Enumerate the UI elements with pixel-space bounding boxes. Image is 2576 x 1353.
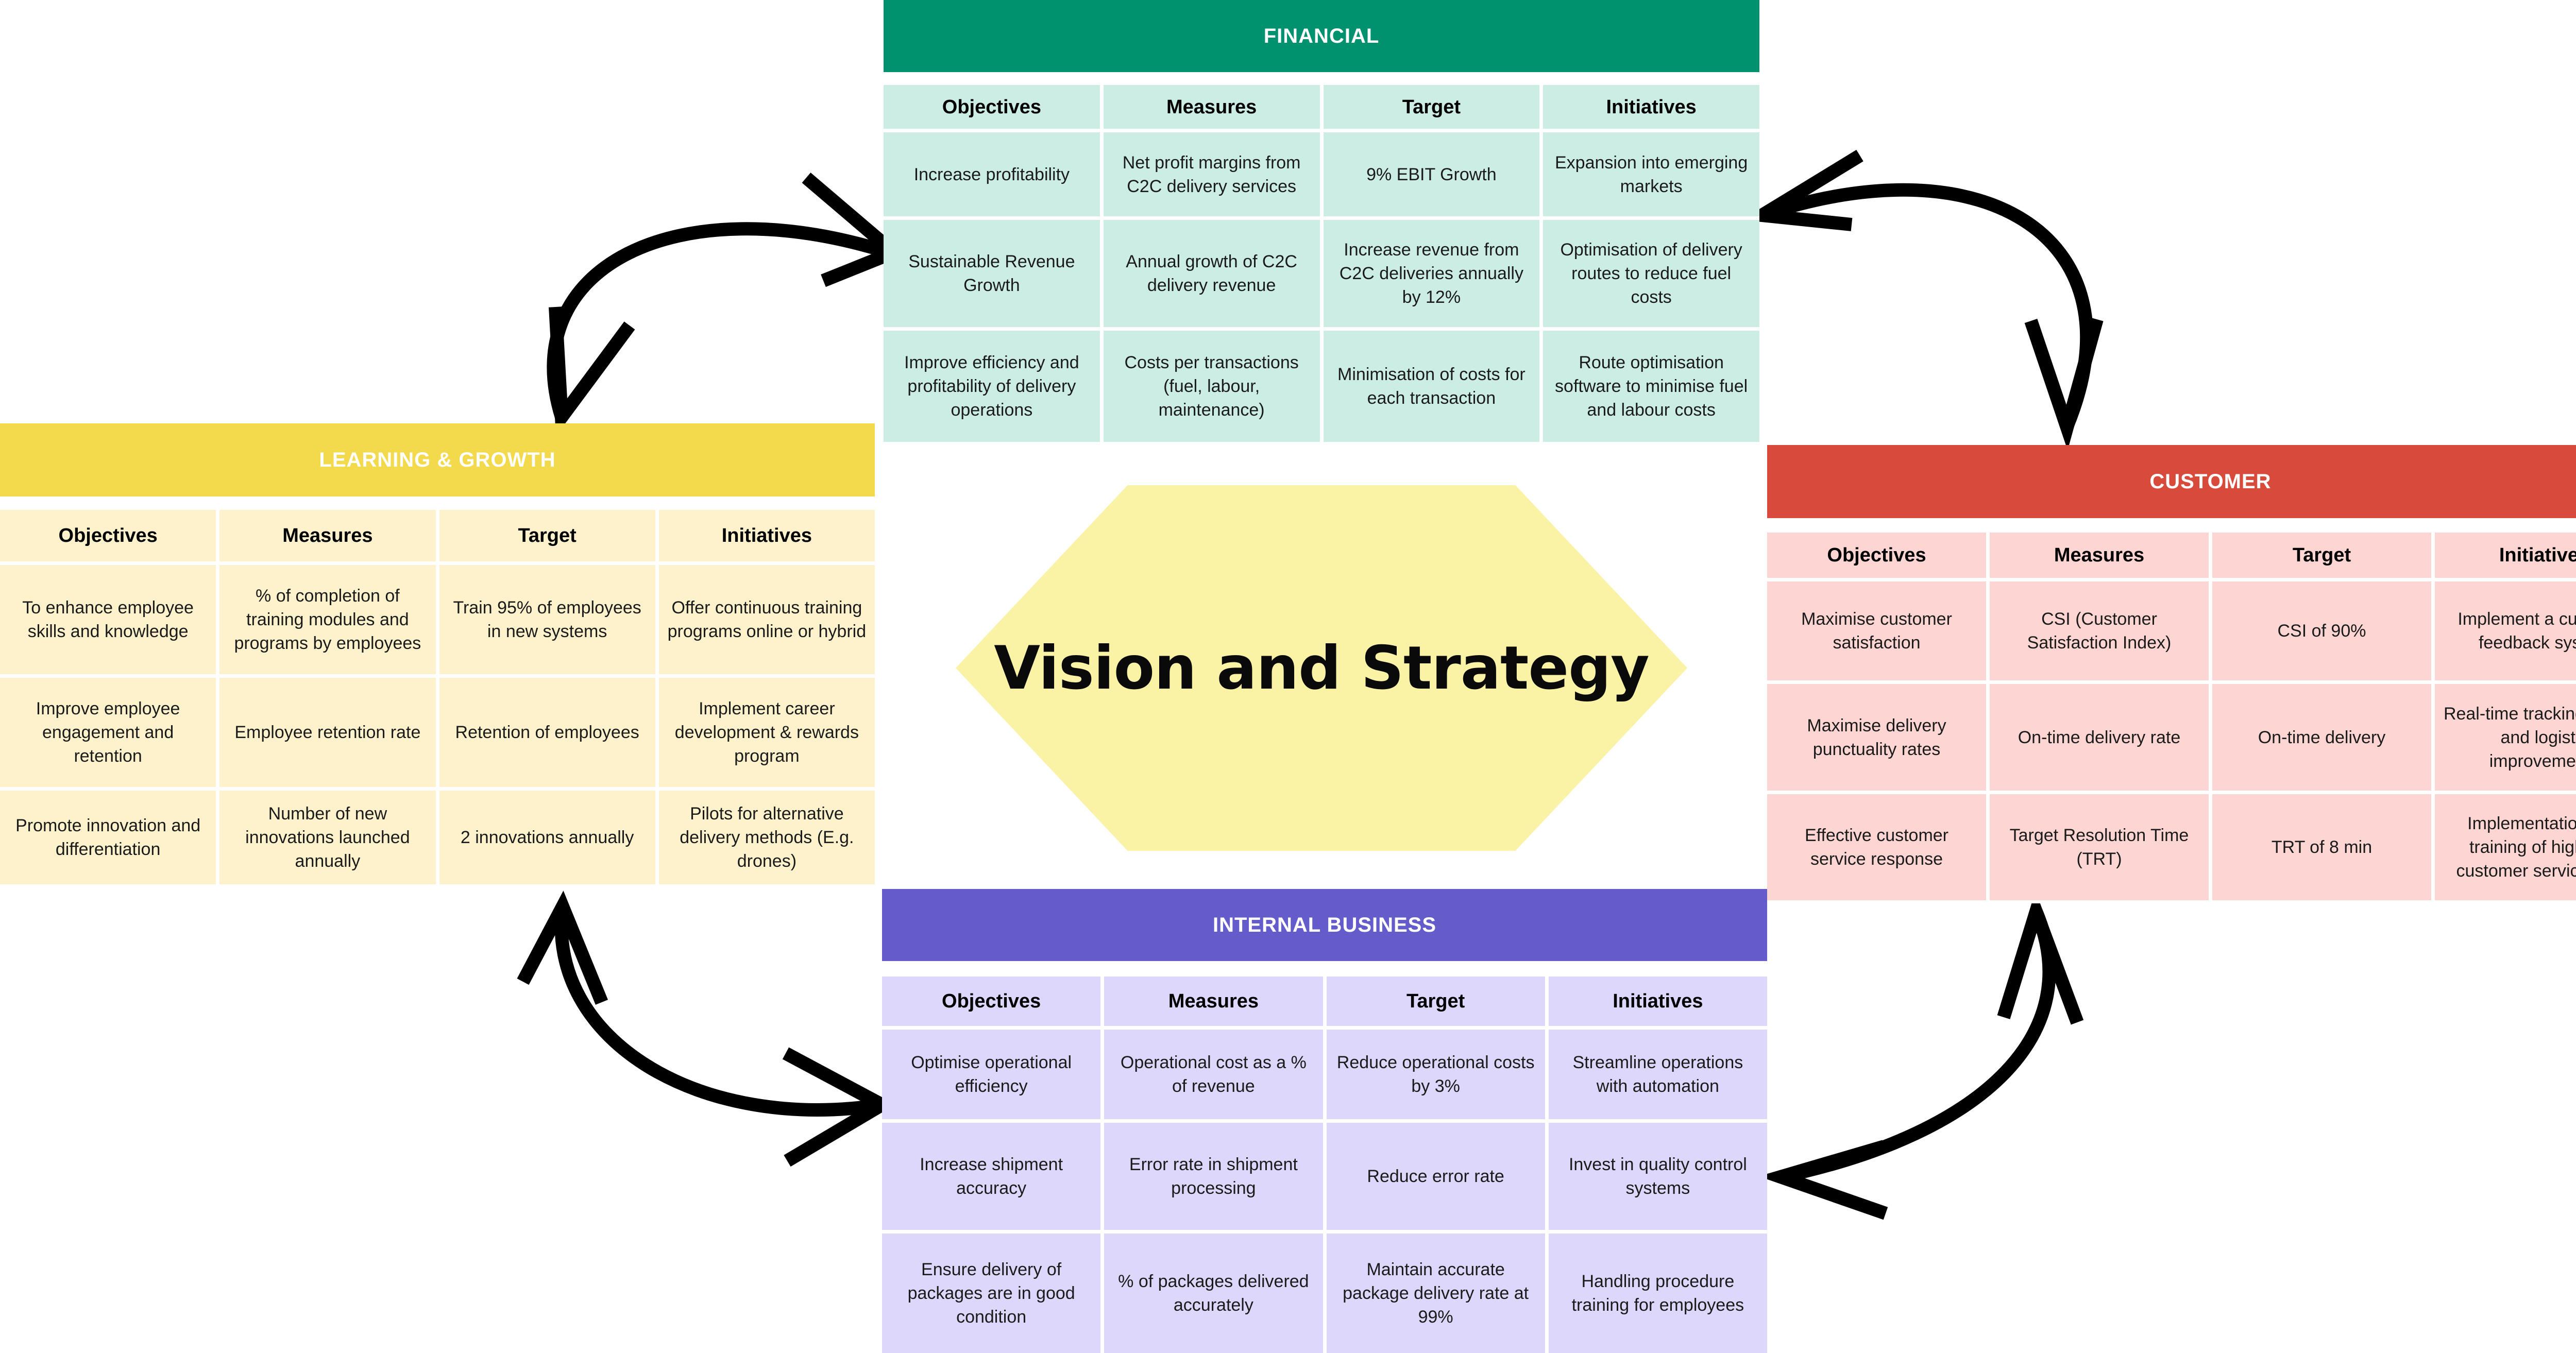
table-cell: Reduce operational costs by 3% xyxy=(1326,1030,1545,1119)
internal-business-header: INTERNAL BUSINESS xyxy=(882,889,1767,961)
table-cell: Train 95% of employees in new systems xyxy=(439,565,655,674)
table-cell: Streamline operations with automation xyxy=(1548,1030,1767,1119)
double-headed-curved-arrow xyxy=(1741,149,2104,451)
table-cell: Route optimisation software to minimise … xyxy=(1543,331,1759,442)
table-cell: Employee retention rate xyxy=(219,678,436,787)
table-cell: Implementation and training of high-end … xyxy=(2435,794,2576,900)
table-cell: Improve efficiency and profitability of … xyxy=(884,331,1100,442)
financial-table: Objectives Measures Target Initiatives I… xyxy=(884,85,1759,458)
column-header-target: Target xyxy=(439,510,655,561)
table-cell: % of completion of training modules and … xyxy=(219,565,436,674)
column-header-objectives: Objectives xyxy=(1767,533,1986,578)
column-header-initiatives: Initiatives xyxy=(1548,977,1767,1026)
table-cell: Reduce error rate xyxy=(1326,1123,1545,1230)
learning-growth-table: Objectives Measures Target Initiatives T… xyxy=(0,510,875,884)
financial-panel: FINANCIAL Objectives Measures Target Ini… xyxy=(884,0,1759,458)
column-header-measures: Measures xyxy=(1103,85,1320,129)
column-header-objectives: Objectives xyxy=(882,977,1101,1026)
table-cell: Costs per transactions (fuel, labour, ma… xyxy=(1103,331,1320,442)
table-cell: Target Resolution Time (TRT) xyxy=(1990,794,2209,900)
table-cell: Annual growth of C2C delivery revenue xyxy=(1103,220,1320,327)
table-cell: Ensure delivery of packages are in good … xyxy=(882,1234,1101,1353)
table-cell: 2 innovations annually xyxy=(439,791,655,884)
column-header-initiatives: Initiatives xyxy=(658,510,875,561)
table-cell: Retention of employees xyxy=(439,678,655,787)
customer-header: CUSTOMER xyxy=(1767,445,2576,518)
table-cell: Sustainable Revenue Growth xyxy=(884,220,1100,327)
table-cell: Invest in quality control systems xyxy=(1548,1123,1767,1230)
column-header-target: Target xyxy=(1323,85,1540,129)
table-cell: On-time delivery xyxy=(2212,684,2431,791)
column-header-measures: Measures xyxy=(1104,977,1323,1026)
table-cell: Pilots for alternative delivery methods … xyxy=(658,791,875,884)
column-header-initiatives: Initiatives xyxy=(1543,85,1759,129)
table-cell: CSI of 90% xyxy=(2212,581,2431,680)
table-cell: Number of new innovations launched annua… xyxy=(219,791,436,884)
double-headed-curved-arrow xyxy=(547,173,907,436)
table-cell: Net profit margins from C2C delivery ser… xyxy=(1103,132,1320,216)
table-cell: Optimise operational efficiency xyxy=(882,1030,1101,1119)
table-cell: Minimisation of costs for each transacti… xyxy=(1323,331,1540,442)
table-cell: Promote innovation and differentiation xyxy=(0,791,216,884)
table-cell: To enhance employee skills and knowledge xyxy=(0,565,216,674)
table-cell: Implement career development & rewards p… xyxy=(658,678,875,787)
column-header-measures: Measures xyxy=(1990,533,2209,578)
table-cell: Error rate in shipment processing xyxy=(1104,1123,1323,1230)
column-header-objectives: Objectives xyxy=(0,510,216,561)
table-cell: % of packages delivered accurately xyxy=(1104,1234,1323,1353)
table-cell: Expansion into emerging markets xyxy=(1543,132,1759,216)
table-cell: Handling procedure training for employee… xyxy=(1548,1234,1767,1353)
table-cell: Offer continuous training programs onlin… xyxy=(658,565,875,674)
internal-business-panel: INTERNAL BUSINESS Objectives Measures Ta… xyxy=(882,889,1767,1353)
table-cell: Effective customer service response xyxy=(1767,794,1986,900)
internal-business-table: Objectives Measures Target Initiatives O… xyxy=(882,977,1767,1353)
table-cell: Increase shipment accuracy xyxy=(882,1123,1101,1230)
table-cell: Operational cost as a % of revenue xyxy=(1104,1030,1323,1119)
column-header-target: Target xyxy=(2212,533,2431,578)
column-header-target: Target xyxy=(1326,977,1545,1026)
table-cell: Increase profitability xyxy=(884,132,1100,216)
double-headed-curved-arrow xyxy=(1758,890,2084,1220)
vision-strategy-title: Vision and Strategy xyxy=(994,633,1649,703)
table-cell: Real-time tracking system and logistic i… xyxy=(2435,684,2576,791)
table-cell: Improve employee engagement and retentio… xyxy=(0,678,216,787)
table-cell: On-time delivery rate xyxy=(1990,684,2209,791)
column-header-objectives: Objectives xyxy=(884,85,1100,129)
table-cell: Maximise customer satisfaction xyxy=(1767,581,1986,680)
customer-panel: CUSTOMER Objectives Measures Target Init… xyxy=(1767,445,2576,903)
vision-strategy-hexagon: Vision and Strategy xyxy=(956,485,1687,851)
table-cell: CSI (Customer Satisfaction Index) xyxy=(1990,581,2209,680)
learning-growth-header: LEARNING & GROWTH xyxy=(0,423,875,496)
table-cell: Implement a customer feedback system xyxy=(2435,581,2576,680)
column-header-measures: Measures xyxy=(219,510,436,561)
learning-growth-panel: LEARNING & GROWTH Objectives Measures Ta… xyxy=(0,423,875,884)
table-cell: Maximise delivery punctuality rates xyxy=(1767,684,1986,791)
financial-header: FINANCIAL xyxy=(884,0,1759,72)
table-cell: Increase revenue from C2C deliveries ann… xyxy=(1323,220,1540,327)
table-cell: Maintain accurate package delivery rate … xyxy=(1326,1234,1545,1353)
table-cell: TRT of 8 min xyxy=(2212,794,2431,900)
table-cell: 9% EBIT Growth xyxy=(1323,132,1540,216)
customer-table: Objectives Measures Target Initiatives M… xyxy=(1767,533,2576,903)
double-headed-curved-arrow xyxy=(517,890,896,1167)
table-cell: Optimisation of delivery routes to reduc… xyxy=(1543,220,1759,327)
column-header-initiatives: Initiatives xyxy=(2435,533,2576,578)
